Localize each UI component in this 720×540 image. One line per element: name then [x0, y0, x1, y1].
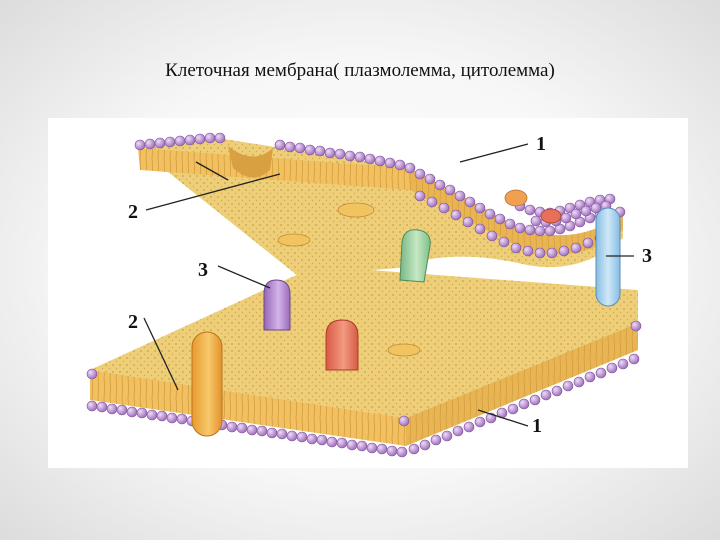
lower-membrane-sheet: [90, 266, 638, 446]
membrane-pores: [277, 202, 421, 357]
leader-line-left-3: [217, 265, 271, 289]
leader-lines: [143, 143, 634, 427]
leader-line-upper-2b: [195, 161, 229, 181]
membrane-diagram: [86, 132, 642, 458]
leader-line-upper-1: [459, 143, 529, 163]
protein-purple: [263, 279, 291, 331]
slide-title: Клеточная мембрана( плазмолемма, цитолем…: [165, 60, 555, 81]
label-upper-right-1: 1: [536, 133, 546, 155]
membrane-figure: 1 2 3 3 2 1: [48, 118, 688, 468]
protein-green: [399, 229, 431, 283]
label-lower-right-1: 1: [532, 415, 542, 437]
label-right-3: 3: [642, 245, 652, 267]
leader-line-lower-2: [143, 317, 179, 391]
leader-line-upper-2a: [145, 173, 281, 211]
protein-red: [325, 319, 359, 371]
protein-orange-transmembrane: [191, 331, 223, 437]
leader-line-lower-1: [477, 409, 529, 427]
lower-phospholipid-heads: [86, 320, 642, 458]
protein-blue-transmembrane: [595, 207, 621, 307]
protein-small-orange: [504, 189, 528, 207]
label-left-3: 3: [198, 259, 208, 281]
label-lower-left-2: 2: [128, 311, 138, 333]
protein-small-red: [540, 208, 562, 224]
label-upper-left-2: 2: [128, 201, 138, 223]
